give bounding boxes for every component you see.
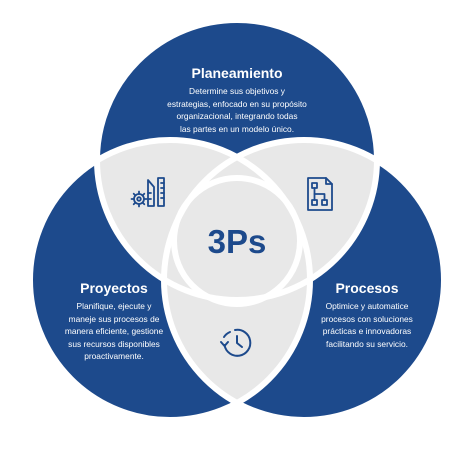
projects-block: Proyectos Planifique, ejecute y maneje s… (40, 279, 188, 363)
processes-line: prácticas e innovadoras (322, 326, 412, 337)
processes-line: procesos con soluciones (321, 313, 413, 324)
projects-line: manera eficiente, gestione (64, 326, 164, 337)
projects-line: proactivamente. (84, 351, 144, 362)
planning-line: Determine sus objetivos y (189, 86, 285, 96)
planning-block: Planeamiento Determine sus objetivos y e… (137, 64, 337, 135)
processes-outline (161, 137, 447, 423)
planning-title: Planeamiento (191, 65, 283, 81)
projects-line: maneje sus procesos de (68, 313, 160, 324)
center-outline (171, 175, 303, 307)
clock-cycle-icon (220, 328, 252, 357)
projects-line: Planifique, ejecute y (76, 301, 152, 311)
flowchart-document-icon (307, 177, 333, 211)
projects-outline (27, 137, 313, 423)
tools-gear-icon (130, 177, 165, 208)
processes-line: Optimice y automatice (325, 301, 409, 311)
planning-line: las partes en un modelo único. (179, 123, 295, 134)
processes-block: Procesos Optimice y automatice procesos … (302, 279, 432, 350)
center-label: 3Ps (207, 223, 267, 260)
planning-line: estrategias, enfocado en su propósito (167, 98, 307, 109)
planning-line: organizacional, integrando todas (176, 111, 298, 122)
processes-line: facilitando su servicio. (326, 338, 408, 349)
processes-title: Procesos (335, 280, 399, 296)
projects-title: Proyectos (80, 280, 148, 296)
projects-line: sus recursos disponibles (68, 338, 160, 349)
